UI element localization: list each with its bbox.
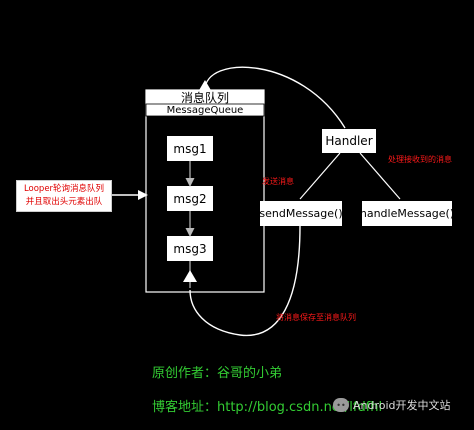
looper-note-line2: 并且取出头元素出队 [25, 197, 103, 207]
send-message-label: sendMessage() [259, 207, 343, 220]
wechat-icon: •• [333, 398, 349, 412]
looper-note-line1: Looper轮询消息队列 [23, 184, 105, 194]
queue-subtitle-bg [145, 103, 265, 117]
msg3-box [167, 236, 213, 261]
send-message-box [260, 201, 342, 226]
curve-send-to-queue [189, 225, 301, 337]
msg2-box [167, 186, 213, 211]
handle-message-box [362, 201, 452, 226]
arrow-handler-handle [359, 152, 401, 200]
queue-subtitle: MessageQueue [166, 104, 244, 116]
msg1-label: msg1 [173, 141, 207, 156]
queue-title-bg [146, 90, 264, 104]
handle-message-label: handleMessage() [359, 207, 455, 220]
curve-queue-to-handler [204, 66, 346, 129]
arrowhead-queue-bottom [183, 270, 197, 282]
watermark: •• Android开发中文站 [333, 397, 451, 413]
footer-blog: 博客地址：http://blog.csdn.net/lfdfhl [152, 400, 383, 415]
looper-note: Looper轮询消息队列 并且取出头元素出队 [16, 180, 112, 212]
footer-author: 原创作者：谷哥的小弟 [152, 366, 283, 381]
note-send-message: 发送消息 [262, 177, 294, 186]
watermark-text: Android开发中文站 [353, 399, 451, 412]
msg1-box [167, 136, 213, 161]
arrowhead-queue-top [198, 80, 212, 92]
note-handler-receive: 处理接收到的消息 [388, 155, 452, 164]
arrow-handler-send [299, 152, 341, 200]
note-enqueue: 将消息保存至消息队列 [276, 313, 356, 322]
msg2-label: msg2 [173, 191, 207, 206]
msg3-label: msg3 [173, 241, 207, 256]
handler-label: Handler [325, 134, 373, 148]
handler-box [322, 129, 376, 153]
queue-title: 消息队列 [180, 90, 229, 105]
